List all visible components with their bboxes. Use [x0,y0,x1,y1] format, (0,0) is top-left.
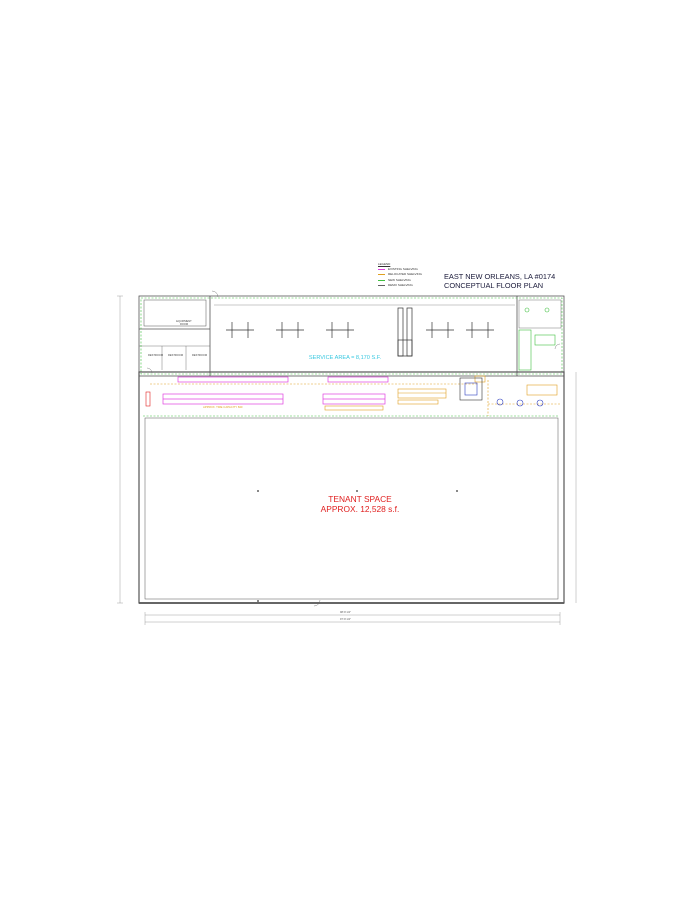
office-cluster [459,377,558,407]
tire-capacity-label: APPROX. TIRE CAPACITY 840 [203,405,243,409]
tire-storage-marker [145,391,151,407]
legend-swatch [378,269,385,271]
tenant-space-label: TENANT SPACE APPROX. 12,528 s.f. [310,494,410,514]
dimension-lines [117,295,577,625]
legend-label: EXISTING SHELVING [388,267,418,272]
restroom-label-1: RESTROOM [148,354,163,357]
restroom-label-2: RESTROOM [168,354,183,357]
legend-item-new: NEW SHELVING [378,278,422,283]
service-building [138,295,565,377]
dimension-inner: 98'-8 1/2" [340,611,351,614]
legend-swatch [378,274,385,276]
legend-item-relocated: RELOCATED SHELVING [378,272,422,277]
tenant-space-title: TENANT SPACE [328,494,392,504]
dimension-outer: 97'-8 1/2" [340,618,351,621]
plan-title: EAST NEW ORLEANS, LA #0174 [444,272,556,281]
service-area-label: SERVICE AREA = 8,170 S.F. [308,355,382,361]
restroom-block [518,307,556,371]
legend-label: NEW SHELVING [388,277,411,282]
plan-subtitle: CONCEPTUAL FLOOR PLAN [444,281,544,290]
tenant-space-area: APPROX. 12,528 s.f. [320,504,400,514]
tenant-space-outline [138,371,565,604]
relocated-shelving [150,375,560,416]
restroom-label-3: RESTROOM [192,354,207,357]
legend-header: LEGEND [378,262,391,267]
new-shelving-boundary [140,297,563,417]
column-markers [257,490,458,602]
legend-swatch [378,279,385,281]
legend: LEGEND EXISTING SHELVING RELOCATED SHELV… [378,262,422,288]
legend-label: RELOCATED SHELVING [388,272,422,277]
legend-item-demo: DEMO SHELVING [378,283,422,288]
title-block: EAST NEW ORLEANS, LA #0174 CONCEPTUAL FL… [444,272,555,290]
equipment-room-label: EQUIPMENT ROOM [176,320,192,326]
legend-swatch [378,284,385,286]
door-swings [146,290,561,607]
lift-symbols [226,307,494,357]
legend-item-existing: EXISTING SHELVING [378,267,422,272]
legend-label: DEMO SHELVING [388,282,413,287]
existing-shelving [162,376,389,405]
